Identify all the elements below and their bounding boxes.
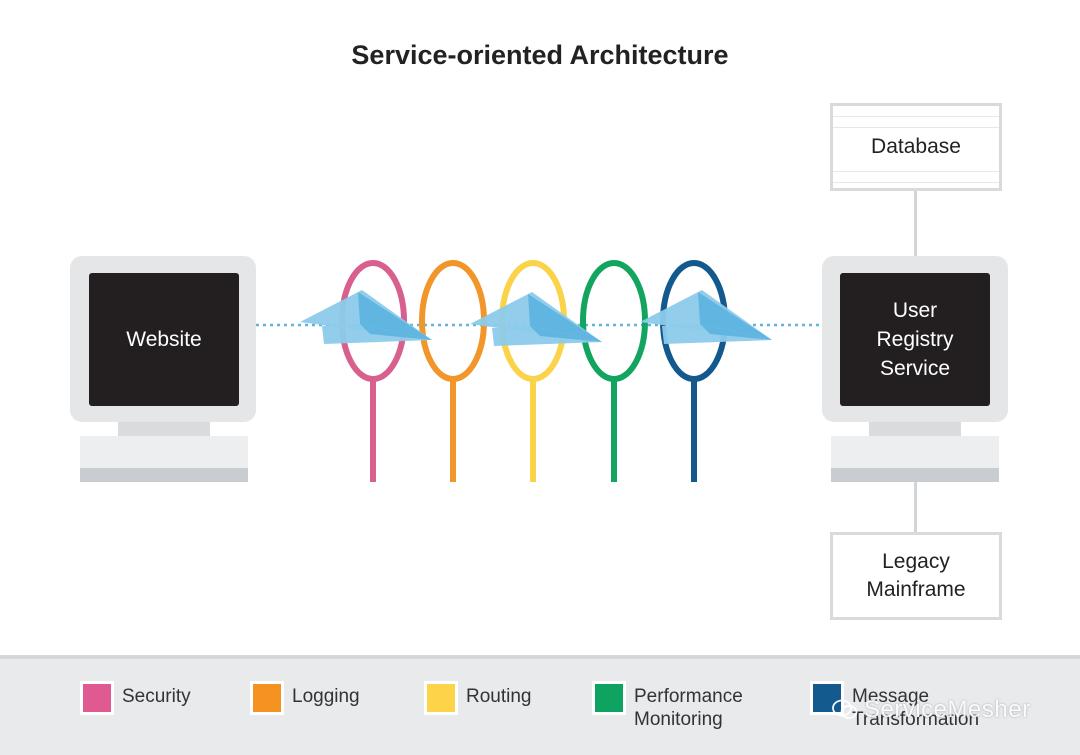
legend-item-security: Security bbox=[80, 681, 191, 715]
paper-plane-facet bbox=[360, 324, 432, 340]
legend-swatch-performance-monitoring bbox=[592, 681, 626, 715]
watermark-text: ServiceMesher bbox=[864, 696, 1031, 723]
legend-item-logging: Logging bbox=[250, 681, 360, 715]
legend-item-performance-monitoring: Performance Monitoring bbox=[592, 681, 743, 731]
legend-label-routing: Routing bbox=[466, 686, 532, 707]
watermark: ServiceMesher bbox=[832, 696, 1031, 724]
legend-item-message-transformation: Message Transformation bbox=[810, 681, 979, 731]
user-registry-base bbox=[831, 436, 999, 468]
ring-performance-monitoring bbox=[580, 260, 648, 482]
website-label: Website bbox=[126, 328, 202, 351]
paper-plane-facet bbox=[358, 292, 432, 340]
database-connector bbox=[914, 190, 917, 256]
paper-plane-icon bbox=[300, 290, 432, 344]
legend-label-performance-monitoring: Performance Monitoring bbox=[634, 686, 743, 730]
legend-swatch-message-transformation bbox=[810, 681, 844, 715]
user-registry-base-edge bbox=[831, 468, 999, 482]
website-base-edge bbox=[80, 468, 248, 482]
paper-planes bbox=[300, 290, 772, 346]
database-label: Database bbox=[871, 135, 961, 158]
ring-logging bbox=[419, 260, 487, 482]
user-registry-screen: User Registry Service bbox=[840, 273, 990, 406]
website-screen: Website bbox=[89, 273, 239, 406]
paper-plane-facet bbox=[528, 294, 602, 342]
legend-bar: Security Logging Routing Performance Mon… bbox=[0, 655, 1080, 755]
paper-plane-icon bbox=[470, 292, 602, 346]
diagram-title: Service-oriented Architecture bbox=[351, 40, 729, 70]
paper-plane-facet bbox=[700, 324, 772, 340]
legend-swatch-routing bbox=[424, 681, 458, 715]
mainframe-box: Legacy Mainframe bbox=[830, 532, 1002, 620]
legend-swatch-logging bbox=[250, 681, 284, 715]
legend-label-message-transformation: Message Transformation bbox=[852, 686, 980, 730]
mainframe-label: Legacy Mainframe bbox=[866, 550, 966, 601]
wechat-icon bbox=[832, 699, 858, 719]
website-base bbox=[80, 436, 248, 468]
paper-plane-icon bbox=[640, 290, 772, 344]
database-rows bbox=[833, 106, 999, 188]
service-flow bbox=[256, 260, 822, 482]
website-stand-neck bbox=[118, 422, 210, 436]
user-registry-stand-neck bbox=[869, 422, 961, 436]
legend-label-logging: Logging bbox=[292, 686, 360, 707]
legend-label-security: Security bbox=[122, 686, 191, 707]
mainframe-connector bbox=[914, 482, 917, 534]
database-box: Database bbox=[830, 103, 1002, 191]
paper-plane-facet bbox=[530, 326, 602, 342]
legend-swatch-security bbox=[80, 681, 114, 715]
user-registry-label: User Registry Service bbox=[876, 299, 954, 380]
paper-plane-facet bbox=[698, 292, 772, 340]
legend-item-routing: Routing bbox=[424, 681, 532, 715]
ring-loop-logging bbox=[419, 260, 487, 382]
ring-loop-performance-monitoring bbox=[580, 260, 648, 382]
